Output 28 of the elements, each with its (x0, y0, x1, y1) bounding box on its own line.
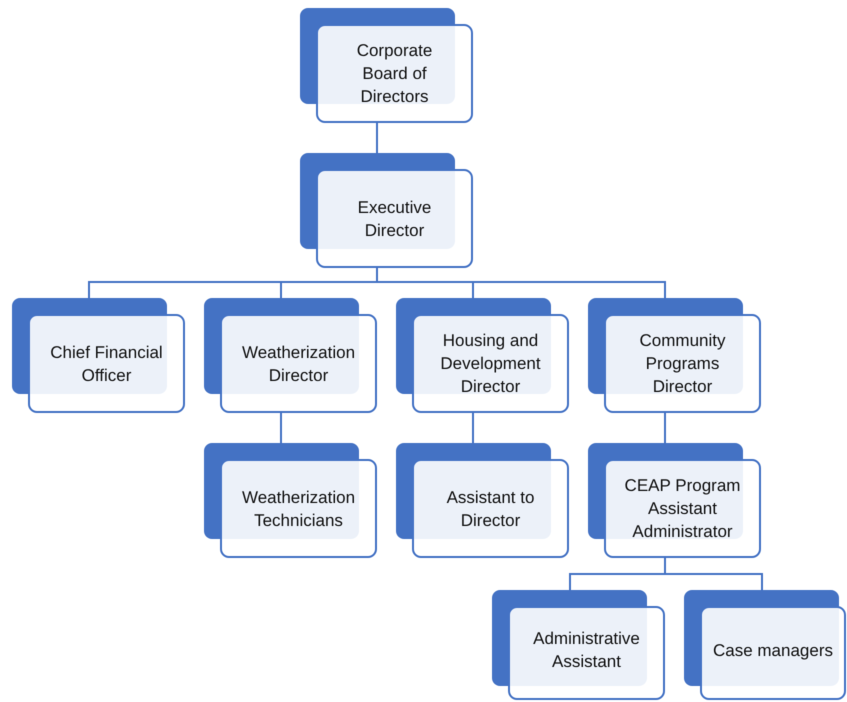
position-title: Executive Director (356, 196, 432, 242)
position-box (684, 590, 846, 700)
position-title: Weatherization Director (240, 342, 356, 386)
position-box (204, 443, 377, 558)
position-title: Housing and Development Director (439, 330, 542, 398)
position-box (588, 443, 761, 558)
position-box (396, 298, 569, 413)
position-box (492, 590, 665, 700)
connector-line (664, 413, 666, 443)
position-title: Assistant to Director (446, 486, 536, 532)
connector-line (280, 413, 282, 443)
position-title: Chief Financial Officer (49, 342, 164, 386)
position-box (588, 298, 761, 413)
position-box (12, 298, 185, 413)
connector-line (664, 558, 763, 590)
position-title: Corporate Board of Directors (356, 40, 434, 108)
position-title: Weatherization Technicians (240, 486, 356, 532)
position-title: Community Programs Director (638, 330, 726, 398)
connector-line (376, 268, 666, 298)
connector-line (376, 123, 378, 153)
position-box (396, 443, 569, 558)
position-box (300, 153, 473, 268)
position-title: Case managers (712, 640, 834, 662)
position-box (204, 298, 377, 413)
position-title: CEAP Program Assistant Administrator (624, 475, 742, 543)
connector-line (472, 413, 474, 443)
position-box (300, 8, 473, 123)
position-title: Administrative Assistant (532, 628, 641, 673)
